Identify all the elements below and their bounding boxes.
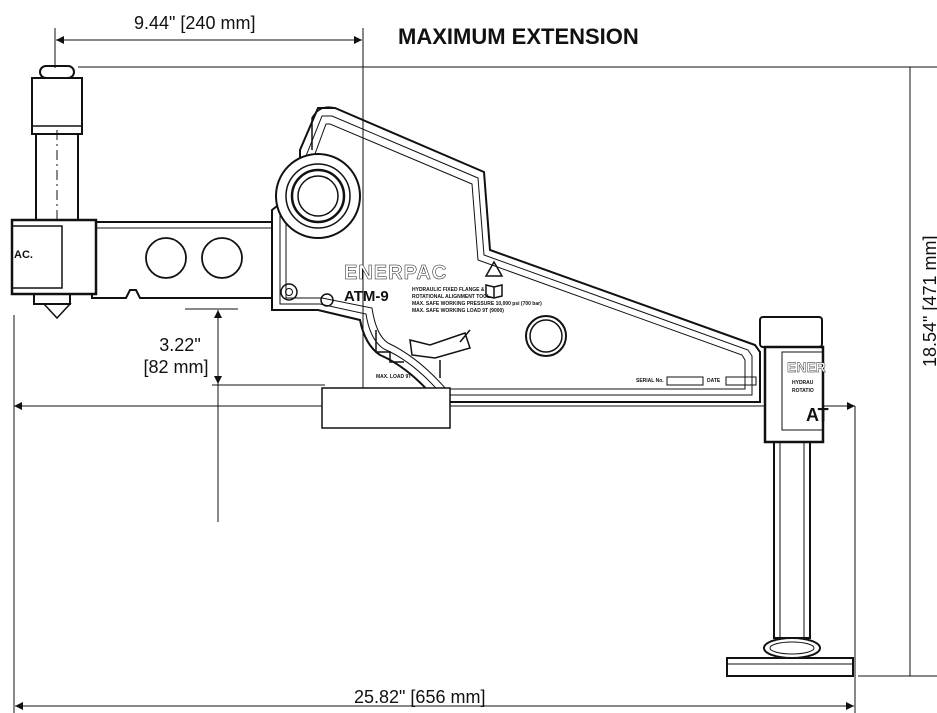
warning-text-1: HYDRAULIC FIXED FLANGE & [412,287,485,293]
load-pictogram [375,329,471,378]
warning-text-4: MAX. SAFE WORKING LOAD 9T (9000) [412,308,504,314]
base-block [321,387,451,429]
date-label: DATE [707,378,721,384]
handle-wire [311,106,336,150]
left-badge: AC. [14,249,33,261]
pivot-core [297,175,339,217]
cylinder-tip [42,303,72,320]
right-text-1: HYDRAU [792,380,814,386]
right-text-2: ROTATIO [792,388,814,394]
post-shaft [773,441,811,639]
arm-reach-dimension: 9.44" [240 mm] [134,13,256,33]
brand-logo: ENERPAC [344,262,448,285]
serial-box [666,376,704,386]
right-model: AT [806,405,829,425]
arm-hole-1 [145,237,187,279]
drawing-title: MAXIMUM EXTENSION [398,24,639,49]
side-bolt-core [285,288,293,296]
left-cylinder [10,65,98,320]
body-hole-inner [529,319,563,353]
body-outline [271,107,761,403]
warning-text-2: ROTATIONAL ALIGNMENT TOOL [412,294,491,300]
body-hole [525,315,567,357]
pivot-ring [285,163,351,229]
pivot-ring-2 [290,168,346,224]
body-inner-outline [279,115,753,396]
clearance-dimension-inches: 3.22" [159,335,201,355]
side-bolt [280,283,298,301]
arm-outline [91,221,273,299]
lower-bolt [320,293,334,307]
date-box [725,376,757,386]
cylinder-collar [10,218,98,296]
cylinder-plate [11,225,63,289]
tool-body [271,106,761,429]
post-cap [759,316,823,348]
max-load-label: MAX. LOAD 9T [376,374,412,380]
serial-label: SERIAL No. [636,378,664,384]
pivot-outer [275,153,361,239]
warning-text-3: MAX. SAFE WORKING PRESSURE 10,000 psi (7… [412,301,542,307]
manual-book-icon [485,284,503,299]
arm-hole-2 [201,237,243,279]
post-collar-inner [769,641,815,655]
model-label: ATM-9 [344,288,389,305]
clearance-dimension-mm: [82 mm] [143,357,209,377]
height-dimension: 18.54" [471 mm] [920,235,937,367]
right-post [726,316,854,677]
cylinder-cap [39,65,75,79]
cylinder-foot [33,293,71,305]
post-collar [763,637,821,659]
post-base [726,657,854,677]
body-inner-outline-2 [285,123,746,390]
left-arm [91,221,273,299]
warning-triangle-icon [484,260,504,277]
right-brand: ENER [787,359,826,375]
overall-length-dimension: 25.82" [656 mm] [354,687,486,707]
post-label [781,351,824,431]
